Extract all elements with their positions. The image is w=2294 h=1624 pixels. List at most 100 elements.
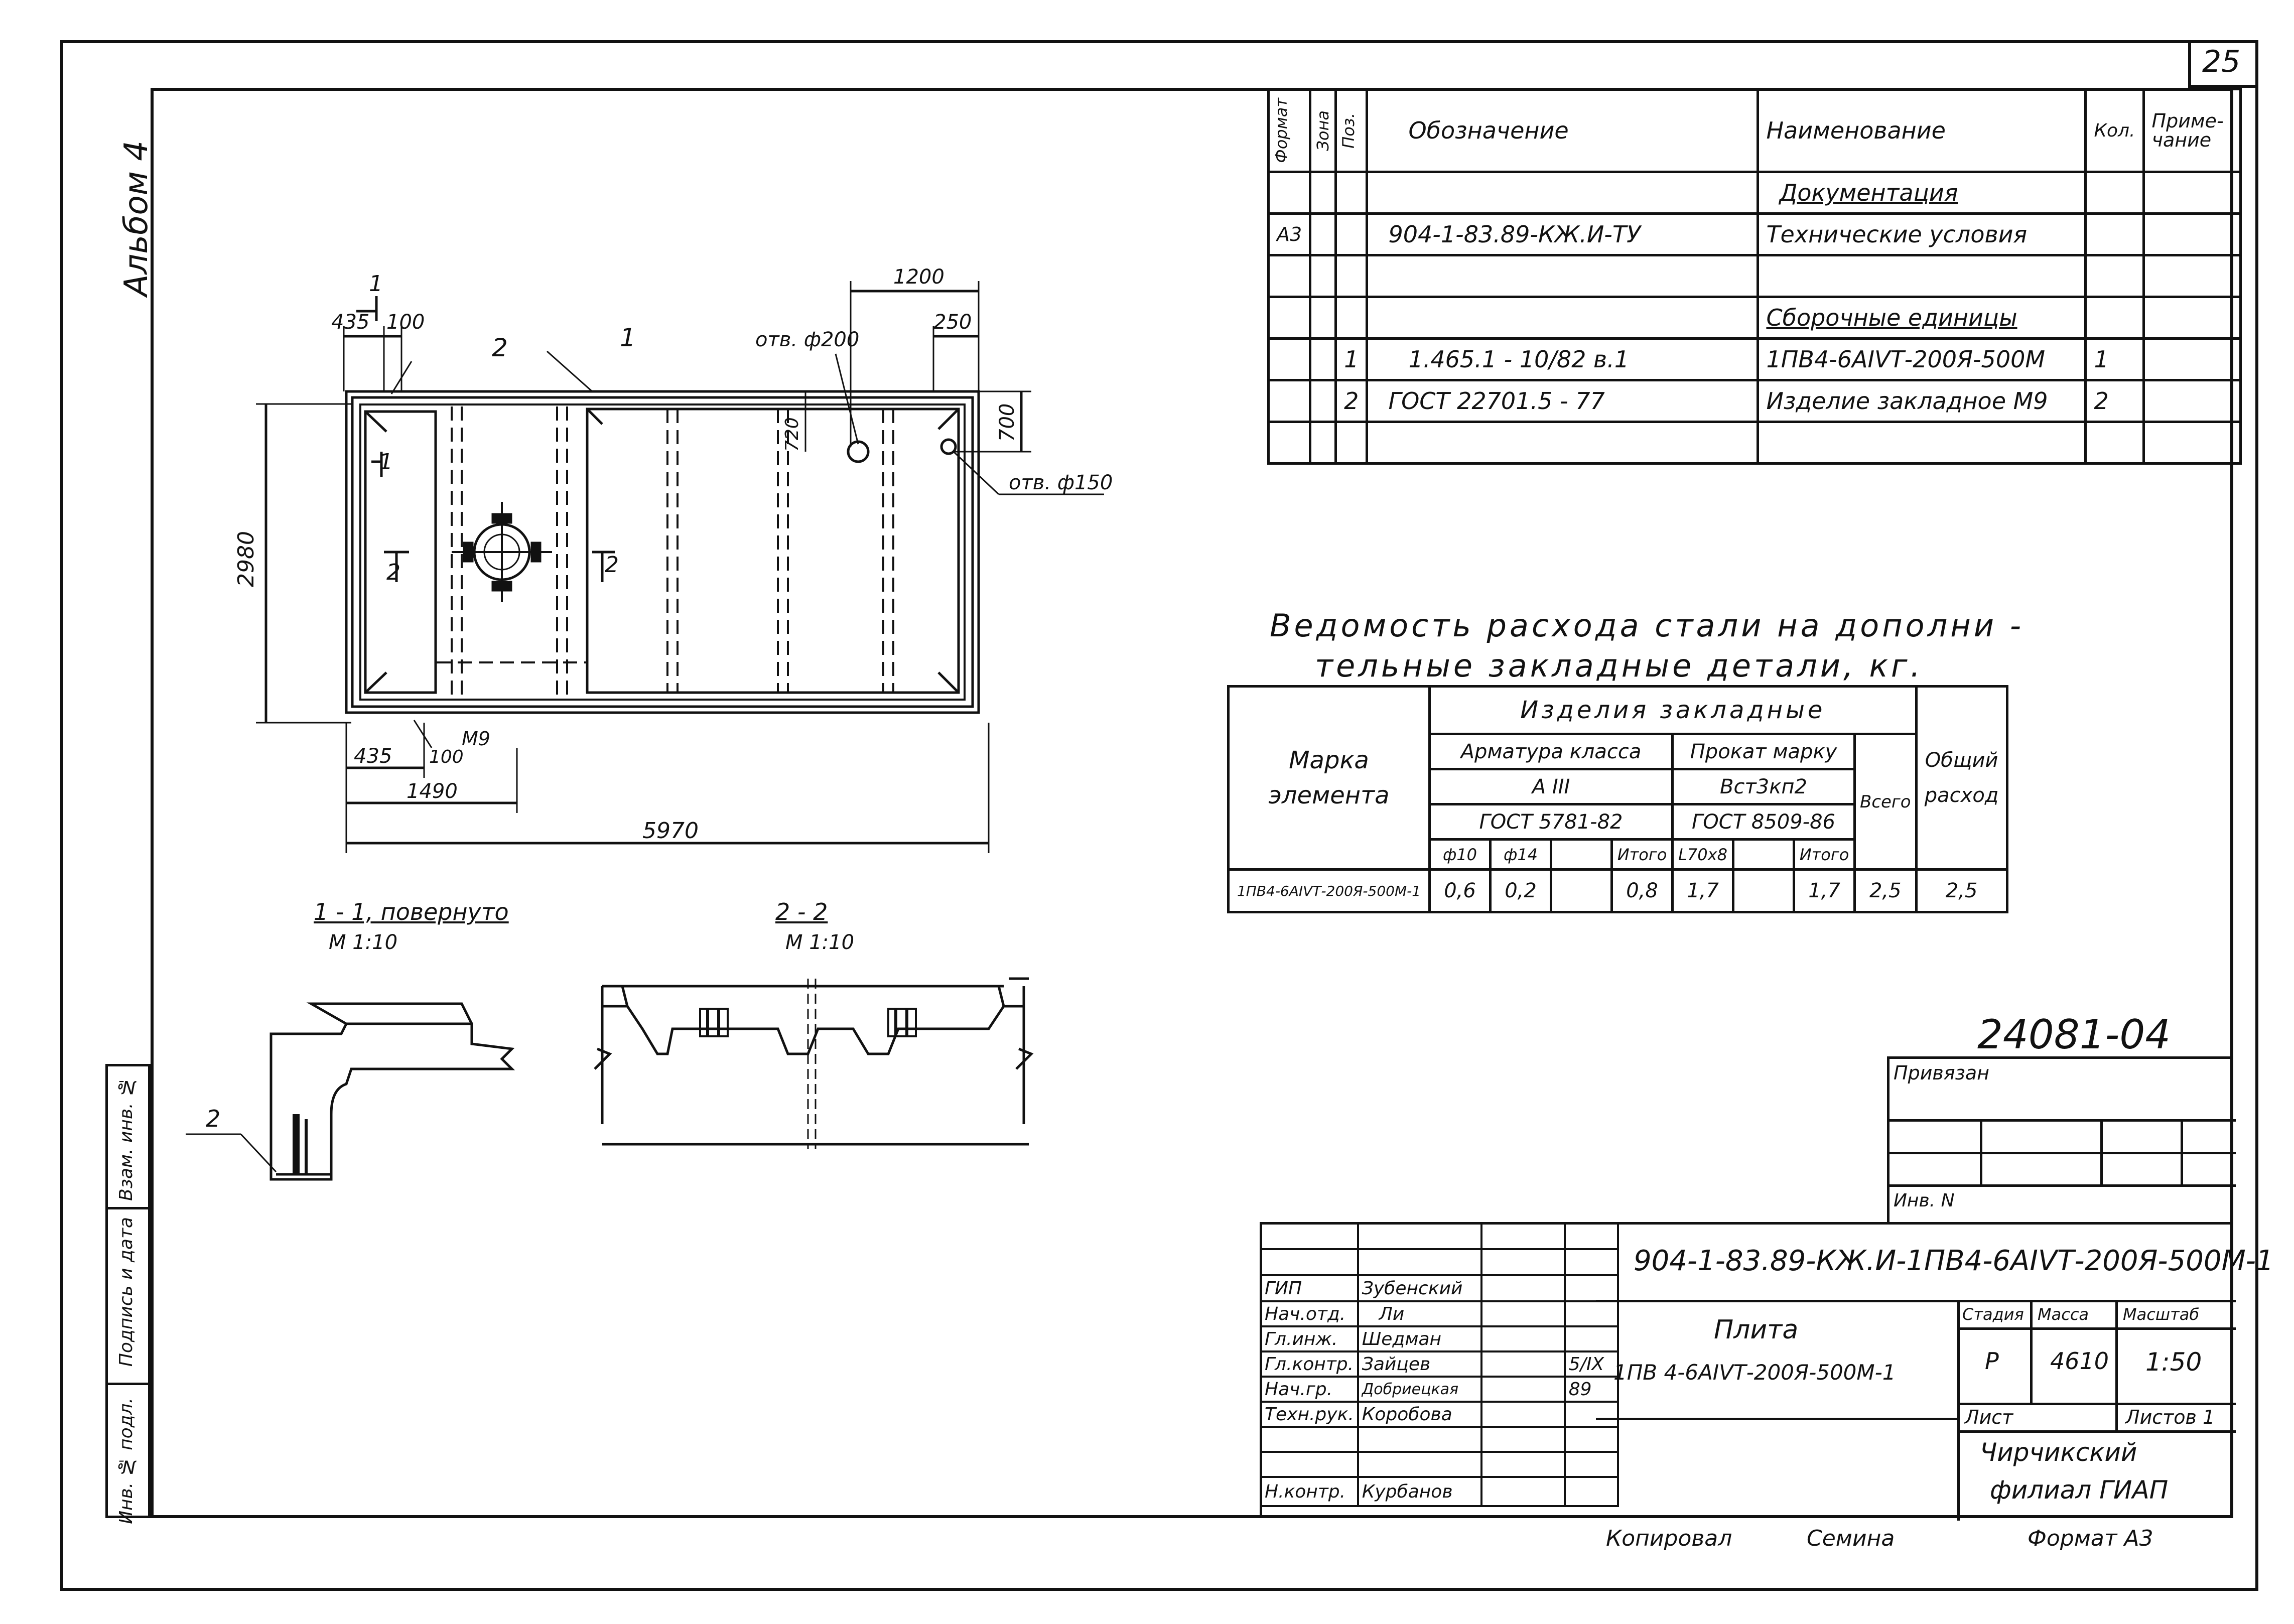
spec-table: Формат Зона Поз. Обозначение Наименовани… [1267, 88, 2242, 465]
steel-row-mark: 1ПВ4-6АIVТ-200Я-500М-1 [1227, 868, 1431, 913]
spec-header-format: Формат [1267, 88, 1312, 173]
table-cell [1357, 1426, 1482, 1453]
steel-value: 1,7 [1671, 868, 1734, 913]
slab-plan-drawing: 435 100 1200 250 700 720 2980 435 100 14… [233, 265, 1113, 853]
format-label: Формат А3 [2028, 1526, 2153, 1551]
table-cell [1563, 1476, 1619, 1507]
steel-sub-header: ф14 [1489, 838, 1552, 871]
dim-label: 1200 [893, 265, 944, 289]
stage-label: Стадия [1962, 1305, 2024, 1324]
spec-header-pos: Поз. [1334, 88, 1369, 173]
table-cell [1309, 212, 1337, 256]
role-name: Коробова [1357, 1401, 1482, 1428]
dim-label: 2980 [233, 531, 259, 587]
dim-label: 250 [933, 311, 972, 334]
table-cell [2084, 296, 2145, 340]
steel-rebar-gost: ГОСТ 5781-82 [1428, 803, 1674, 841]
strip-inv: Инв. № подл. [116, 1398, 137, 1524]
table-cell [1563, 1401, 1619, 1428]
steel-sub-header: L70х8 [1671, 838, 1734, 871]
table-cell [1480, 1300, 1566, 1327]
table-cell [1563, 1325, 1619, 1352]
table-cell [1334, 254, 1369, 298]
org-line1: Чирчикский [1980, 1438, 2137, 1467]
steel-overall-header: Общий расход [1915, 685, 2008, 871]
spec-designation: 1.465.1 - 10/82 в.1 [1366, 337, 1760, 381]
table-cell [1366, 296, 1760, 340]
spec-header-note: Приме-чание [2142, 88, 2242, 173]
signature [1480, 1274, 1566, 1302]
section1-scale: М 1:10 [329, 931, 398, 954]
table-cell [2142, 379, 2242, 423]
steel-value [1732, 868, 1795, 913]
mass-value: 4610 [2050, 1347, 2109, 1375]
callout-embedded: М9 [462, 728, 490, 750]
table-cell [1357, 1451, 1482, 1478]
slab-main-cell [586, 408, 960, 694]
item-name: Плита [1714, 1315, 1799, 1345]
dim-label: 720 [782, 417, 802, 452]
table-cell: А3 [1267, 212, 1312, 256]
steel-total-header: Всего [1853, 733, 1918, 871]
table-cell [1267, 379, 1312, 423]
table-cell [1334, 421, 1369, 465]
dim-label: 700 [996, 403, 1019, 442]
scale-label: Масштаб [2123, 1305, 2200, 1324]
section2-scale: М 1:10 [785, 931, 855, 954]
table-cell [2084, 212, 2145, 256]
table-cell [1563, 1222, 1619, 1250]
stage-value: Р [1985, 1347, 1999, 1375]
table-cell [1366, 254, 1760, 298]
table-cell [1480, 1426, 1566, 1453]
callout-pos: 1 [620, 323, 636, 352]
steel-rebar-header: Арматура класса [1428, 733, 1674, 770]
table-cell [2142, 212, 2242, 256]
spec-name: Изделие закладное М9 [1757, 379, 2087, 423]
table-cell [1480, 1476, 1566, 1507]
role-label: Н.контр. [1260, 1476, 1359, 1507]
table-cell [1563, 1274, 1619, 1302]
privyazan-label: Привязан [1894, 1062, 1989, 1084]
binding-code: 24081-04 [1977, 1011, 2171, 1058]
table-cell [1267, 254, 1312, 298]
section1-drawing: 2 [186, 1002, 515, 1181]
table-cell [2142, 171, 2242, 215]
sheets-label: Листов 1 [2125, 1406, 2215, 1428]
steel-group-header: Изделия закладные [1428, 685, 1918, 735]
org-line2: филиал ГИАП [1990, 1475, 2169, 1505]
item-mark: 1ПВ 4-6АIVТ-200Я-500М-1 [1613, 1360, 1896, 1385]
table-cell [1309, 254, 1337, 298]
scale-value: 1:50 [2145, 1347, 2202, 1377]
callout-pos: 2 [492, 333, 508, 362]
table-cell [1480, 1451, 1566, 1478]
table-cell [1309, 296, 1337, 340]
steel-value [1550, 868, 1613, 913]
callout-opening: отв. ф200 [755, 328, 859, 351]
slab-end-cell [364, 410, 437, 694]
role-label: Нач.гр. [1260, 1376, 1359, 1403]
table-cell [2084, 254, 2145, 298]
outer-border [60, 40, 2258, 1591]
steel-total: 2,5 [1853, 868, 1918, 913]
spec-header-row: Формат Зона Поз. Обозначение Наименовани… [1267, 88, 2242, 173]
steel-sub-header [1550, 838, 1613, 871]
steel-value: 0,2 [1489, 868, 1552, 913]
table-cell [2084, 171, 2145, 215]
table-cell [1267, 337, 1312, 381]
table-cell [1260, 1222, 1359, 1250]
table-cell [1480, 1248, 1566, 1276]
steel-overall: 2,5 [1915, 868, 2008, 913]
role-label: Нач.отд. [1260, 1300, 1359, 1327]
steel-rolled-gost: ГОСТ 8509-86 [1671, 803, 1856, 841]
table-cell [1309, 421, 1337, 465]
table-cell [2142, 337, 2242, 381]
spec-row [1267, 254, 2242, 298]
spec-name: 1ПВ4-6АIVТ-200Я-500М [1757, 337, 2087, 381]
doc-code: 904-1-83.89-КЖ.И-1ПВ4-6АIVТ-200Я-500М-1 [1634, 1245, 2274, 1277]
steel-rebar-class: А III [1428, 768, 1674, 805]
table-cell [1480, 1401, 1566, 1428]
spec-pos: 1 [1334, 337, 1369, 381]
steel-title-line1: Ведомость расхода стали на дополни - [1270, 607, 2025, 644]
table-cell [1757, 254, 2087, 298]
